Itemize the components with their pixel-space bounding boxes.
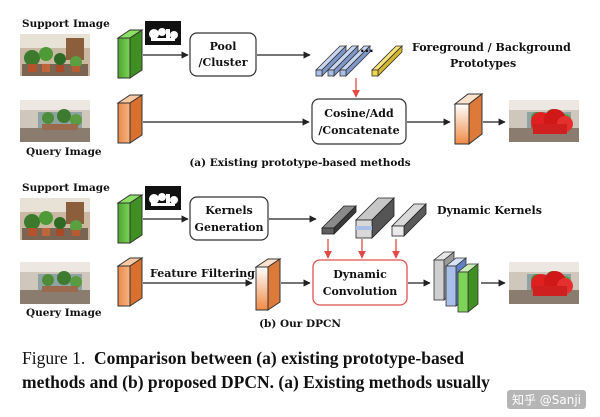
top-prototype-ellipsis: ...: [360, 41, 374, 55]
top-support-encoder: [116, 29, 144, 79]
bottom-subcaption: (b) Our DPCN: [259, 318, 341, 330]
top-decoder-block: [453, 92, 484, 146]
bottom-query-encoder: [116, 257, 144, 307]
caption-line-1-text: Comparison between (a) existing prototyp…: [93, 348, 465, 368]
top-support-mask: [145, 21, 181, 45]
top-subcaption: (a) Existing prototype-based methods: [189, 157, 410, 169]
caption-line-1: Figure 1. Comparison between (a) existin…: [22, 348, 464, 369]
bottom-dynamic-kernel-rods: [321, 197, 427, 239]
bottom-dynconv-label-1: Dynamic: [333, 268, 387, 281]
bottom-support-image: [20, 198, 90, 240]
bottom-dynconv-label-2: Convolution: [323, 285, 398, 298]
bottom-kernels-label-1: Kernels: [205, 204, 252, 217]
bottom-feature-filtering-label: Feature Filtering: [150, 267, 255, 280]
top-query-label: Query Image: [26, 146, 102, 158]
bottom-dynconv-box: Dynamic Convolution: [312, 259, 408, 306]
bottom-dynamic-kernels-label: Dynamic Kernels: [437, 204, 542, 217]
bottom-kernels-box: Kernels Generation: [189, 196, 269, 241]
top-pool-label-2: /Cluster: [198, 56, 247, 69]
top-combine-label-1: Cosine/Add: [324, 107, 394, 120]
top-support-image: [20, 34, 90, 76]
top-pool-label-1: Pool: [210, 40, 237, 53]
top-support-label: Support Image: [22, 18, 110, 30]
top-pool-box: Pool /Cluster: [189, 32, 257, 77]
bottom-result-image: [509, 262, 579, 304]
bottom-support-label: Support Image: [22, 182, 110, 194]
figure-diagram: Support Image Pool /Cluster ...: [20, 18, 600, 330]
top-result-image: [509, 100, 579, 142]
bottom-output-feature-stack: [432, 251, 480, 313]
top-query-encoder: [116, 94, 144, 144]
watermark: 知乎 @Sanji: [506, 390, 586, 409]
top-query-image: [20, 100, 90, 142]
top-fg-bg-label-2: Prototypes: [450, 57, 516, 70]
bottom-kernels-label-2: Generation: [195, 221, 264, 234]
bottom-support-encoder: [116, 194, 144, 244]
bottom-filtered-feature-block: [254, 258, 282, 311]
top-prototype-rods: ...: [315, 41, 403, 77]
caption-figure-number: Figure 1.: [22, 348, 86, 368]
caption-line-2: methods and (b) proposed DPCN. (a) Exist…: [22, 372, 490, 393]
top-combine-label-2: /Concatenate: [318, 124, 399, 137]
caption-line-2-text: methods and (b) proposed DPCN. (a) Exist…: [22, 372, 490, 392]
bottom-query-label: Query Image: [26, 307, 102, 319]
top-fg-bg-label-1: Foreground / Background: [412, 41, 571, 54]
bottom-query-image: [20, 262, 90, 304]
bottom-support-mask: [145, 186, 181, 210]
top-combine-box: Cosine/Add /Concatenate: [311, 98, 407, 145]
